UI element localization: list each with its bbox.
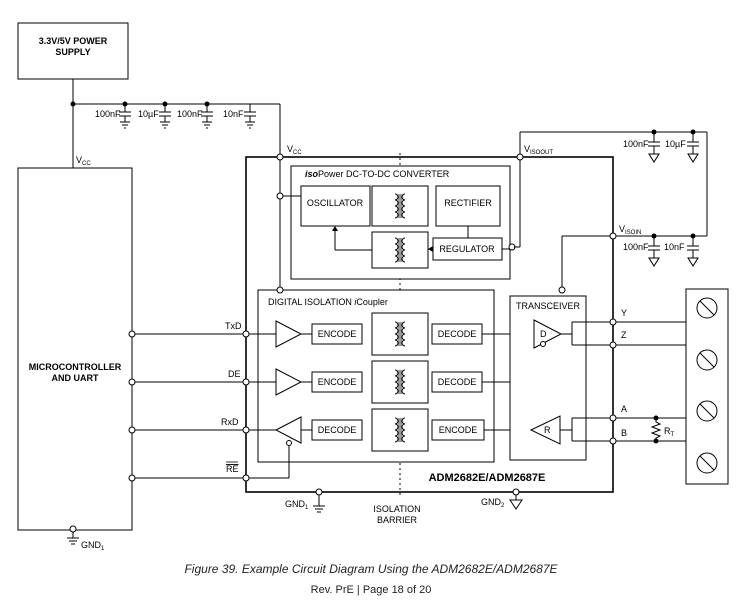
power-supply-box — [17, 22, 129, 80]
visoin-cap-label-1: 100nF — [623, 242, 649, 252]
transformer-box-power-top — [371, 185, 429, 227]
rs485-driver — [533, 319, 563, 349]
termination-resistor — [650, 418, 662, 441]
driver-label: D — [540, 329, 547, 339]
microcontroller-box — [17, 167, 133, 531]
regulator-label: REGULATOR — [439, 244, 495, 254]
decode-label-de: DECODE — [438, 377, 477, 387]
isolation-barrier-label-2: BARRIER — [377, 515, 418, 525]
mcu-label-2: AND UART — [52, 373, 99, 383]
transformer-box-txd — [371, 312, 429, 356]
ground-symbol-gnd2 — [509, 499, 523, 510]
receiver-label: R — [544, 425, 551, 435]
capacitor-visoout-100nf — [647, 131, 661, 163]
page-footer: Rev. PrE | Page 18 of 20 — [310, 584, 432, 596]
de-buffer — [275, 368, 303, 396]
capacitor-visoin-100nf — [647, 235, 661, 267]
cap-label-4: 10nF — [223, 109, 244, 119]
figure-caption: Figure 39. Example Circuit Diagram Using… — [184, 562, 558, 576]
transformer-box-rxd — [371, 408, 429, 452]
capacitor-10nf-1 — [243, 103, 257, 129]
isopower-label: isoPower DC-TO-DC CONVERTER — [305, 169, 450, 179]
ground-symbol-gnd1 — [312, 499, 326, 513]
icoupler-label: DIGITAL ISOLATION iCoupler — [268, 297, 388, 307]
encode-label-de: ENCODE — [318, 377, 357, 387]
visoin-cap-label-2: 10nF — [664, 242, 685, 252]
gnd2-label: GND2 — [481, 497, 505, 509]
terminal-block — [685, 288, 729, 485]
mcu-label-1: MICROCONTROLLER — [29, 362, 122, 372]
terminal-screw-1 — [696, 297, 718, 319]
circuit-diagram: 3.3V/5V POWER SUPPLY 100nF 10µF 100nF 10… — [17, 22, 729, 552]
re-label: RE — [226, 464, 239, 474]
pin-y-label: Y — [621, 308, 627, 318]
part-name-label: ADM2682E/ADM2687E — [429, 472, 546, 484]
cap-label-2: 10µF — [138, 109, 159, 119]
txd-label: TxD — [225, 321, 242, 331]
gnd1-label: GND1 — [285, 499, 309, 511]
cap-label-1: 100nF — [95, 109, 121, 119]
visoout-cap-label-2: 10µF — [665, 139, 686, 149]
pin-b-label: B — [621, 428, 627, 438]
rectifier-block — [435, 185, 501, 227]
power-supply-label-1: 3.3V/5V POWER — [39, 36, 108, 46]
encode-block-de — [311, 371, 363, 393]
transformer-box-power-bottom — [371, 231, 429, 269]
rectifier-label: RECTIFIER — [444, 198, 492, 208]
txd-buffer — [275, 320, 303, 348]
rxd-label: RxD — [221, 417, 239, 427]
power-supply-label-2: SUPPLY — [55, 47, 90, 57]
encode-label-rxd: ENCODE — [439, 425, 478, 435]
cap-label-3: 100nF — [177, 109, 203, 119]
capacitor-100nf-2 — [200, 103, 214, 129]
gnd-label-mcu: GND1 — [81, 540, 105, 552]
de-label: DE — [228, 369, 241, 379]
pin-z-label: Z — [621, 330, 627, 340]
capacitor-10uf-1 — [158, 103, 172, 129]
visoin-label: VISOIN — [619, 224, 641, 236]
pin-a-label: A — [621, 404, 627, 414]
isolation-barrier-label-1: ISOLATION — [373, 504, 420, 514]
terminal-screw-2 — [696, 349, 718, 371]
encode-label-txd: ENCODE — [318, 329, 357, 339]
oscillator-label: OSCILLATOR — [307, 198, 364, 208]
visoout-cap-label-1: 100nF — [623, 139, 649, 149]
capacitor-visoout-10uf — [686, 131, 700, 163]
transformer-box-de — [371, 360, 429, 404]
transceiver-label: TRANSCEIVER — [516, 301, 581, 311]
ground-symbol-mcu — [66, 531, 80, 545]
vcc-label-mcu: VCC — [76, 155, 91, 167]
visoout-label: VISOOUT — [524, 144, 553, 156]
oscillator-block — [300, 185, 371, 227]
decode-label-rxd: DECODE — [318, 425, 357, 435]
decode-block-rxd — [311, 419, 363, 441]
terminal-screw-3 — [696, 400, 718, 422]
capacitor-visoin-10nf — [686, 235, 700, 267]
vcc-label-chip: VCC — [287, 144, 302, 156]
encode-block-txd — [311, 323, 363, 345]
rt-label: RT — [664, 426, 675, 438]
terminal-screw-4 — [696, 452, 718, 474]
capacitor-100nf-1 — [118, 103, 132, 129]
decode-label-txd: DECODE — [438, 329, 477, 339]
